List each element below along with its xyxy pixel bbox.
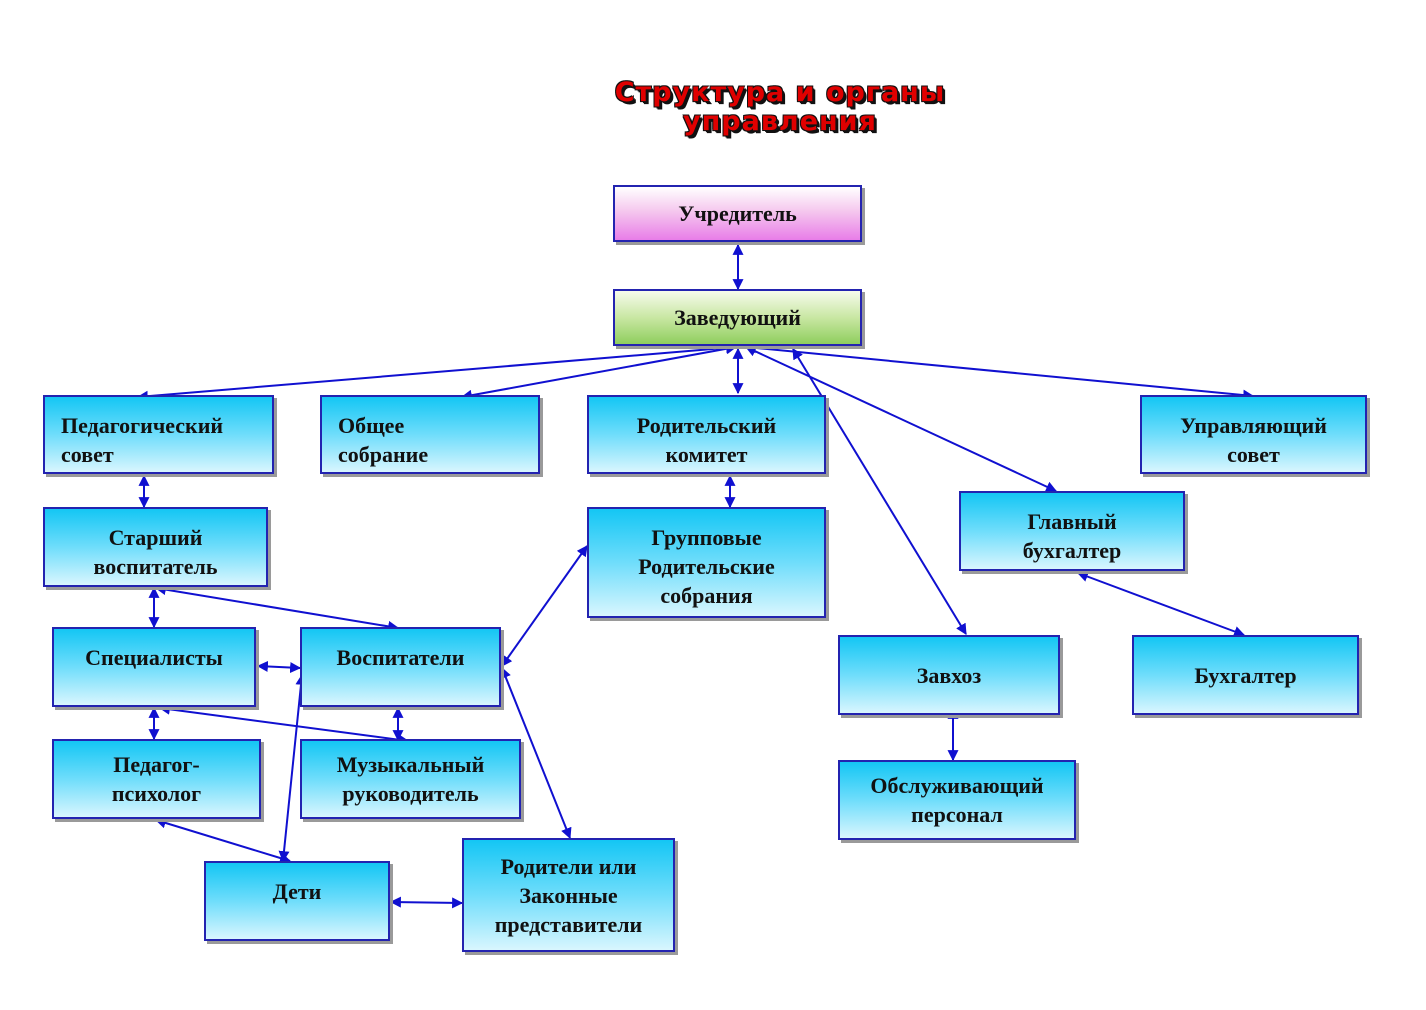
node-service-staff: Обслуживающий персонал [838,760,1076,840]
node-group-meetings: Групповые Родительские собрания [587,507,826,618]
node-general-meeting: Общее собрание [320,395,540,474]
node-governing-council: Управляющий совет [1140,395,1367,474]
node-senior-educator: Старший воспитатель [43,507,268,587]
connector-psychologist-children [154,817,292,864]
connector-specialists-educators [256,660,302,674]
node-parents: Родители или Законные представители [462,838,675,952]
node-chief-accountant: Главный бухгалтер [959,491,1185,571]
connector-head-governing-council [744,342,1255,401]
title-line-2: управления [683,106,877,137]
node-supply-manager: Завхоз [838,635,1060,715]
connector-head-general-meeting [460,343,738,401]
connector-chief-accountant-accountant [1076,571,1246,637]
connector-children-parents [389,896,464,909]
node-music-director: Музыкальный руководитель [300,739,521,819]
node-accountant: Бухгалтер [1132,635,1359,715]
node-educators: Воспитатели [300,627,501,707]
node-ped-council: Педагогический совет [43,395,274,474]
node-founder: Учредитель [613,185,862,242]
connector-senior-educator-educators [154,584,400,632]
node-head: Заведующий [613,289,862,346]
diagram-title: Структура и органы управления [440,78,1120,136]
connector-educators-group-meetings [501,545,588,667]
node-specialists: Специалисты [52,627,256,707]
node-children: Дети [204,861,390,941]
node-psychologist: Педагог- психолог [52,739,261,819]
connector-educators-parents [500,666,572,840]
title-line-1: Структура и органы [614,77,946,108]
connector-specialists-music-director [158,703,410,746]
node-parent-committee: Родительский комитет [587,395,826,474]
connector-head-ped-council [136,342,738,402]
